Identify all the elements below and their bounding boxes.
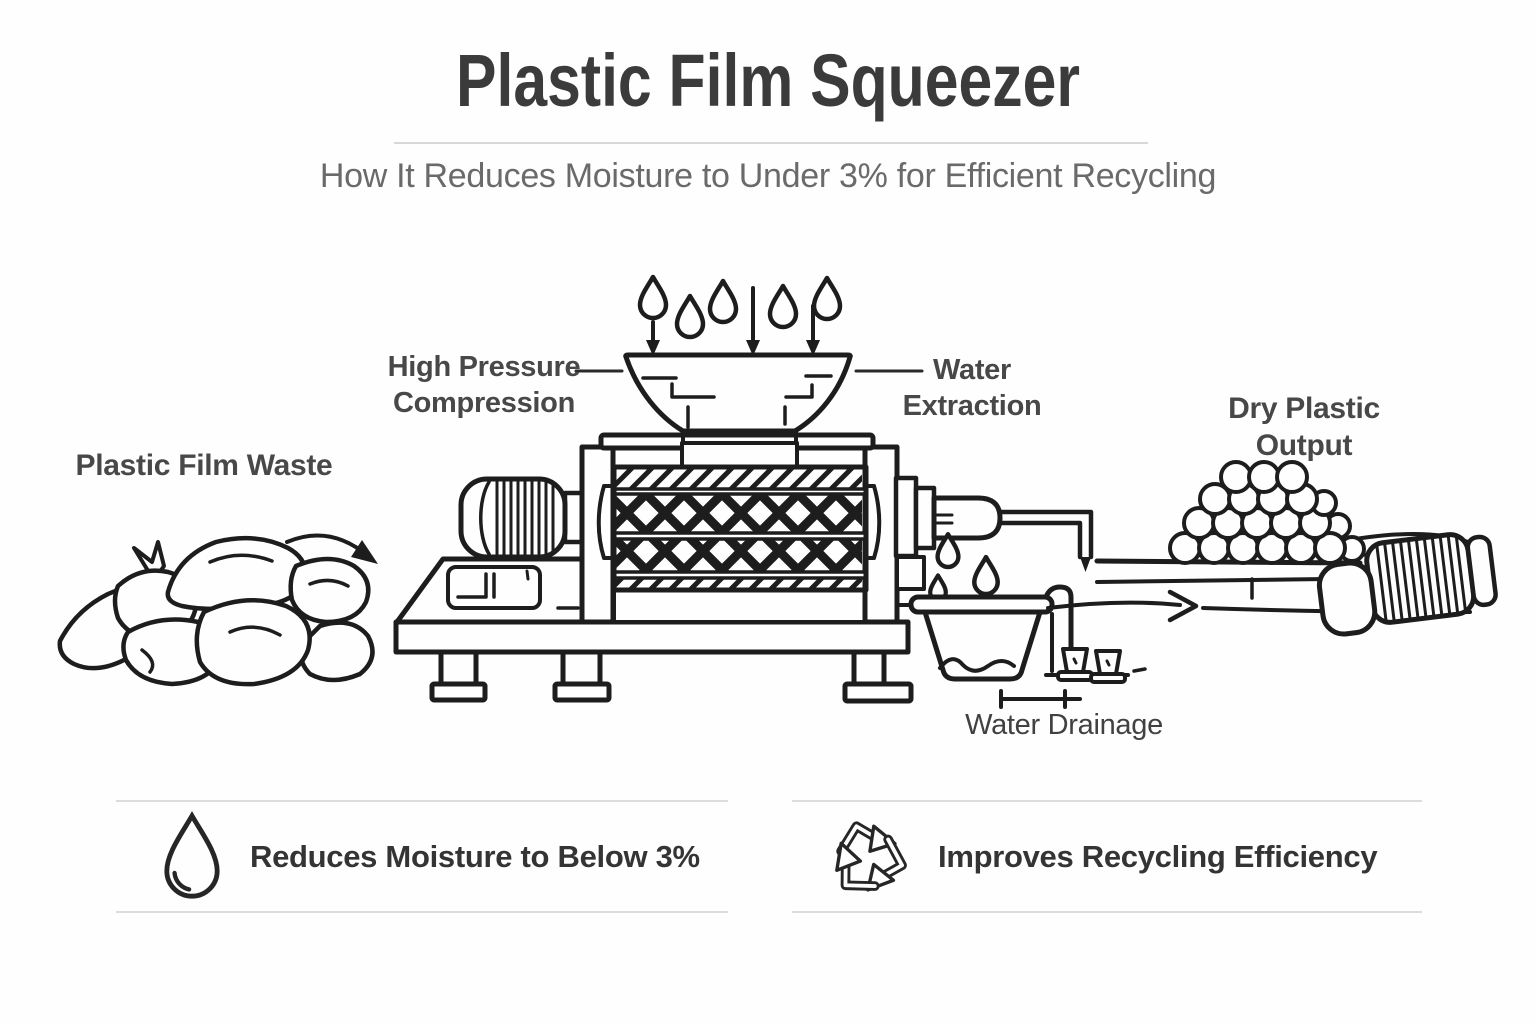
screw-press <box>579 430 900 625</box>
extraction-droplets-icon <box>930 534 998 600</box>
drain-basin <box>895 584 1147 684</box>
output-arrow-icon <box>1046 589 1199 623</box>
feed-arrow-icon <box>285 533 378 564</box>
feature-recycling-row: Improves Recycling Efficiency <box>792 800 1422 913</box>
hopper <box>623 352 853 434</box>
feature-moisture-label: Reduces Moisture to Below 3% <box>250 838 700 874</box>
inlet-droplets-icon <box>640 277 840 337</box>
plastic-film-waste-pile <box>57 535 375 687</box>
label-water-drainage: Water Drainage <box>965 709 1163 741</box>
water-extraction-outlet <box>893 475 1094 591</box>
conveyor-belt <box>1094 532 1498 637</box>
machine-base <box>393 556 914 704</box>
label-water-extraction: Water Extraction <box>902 354 1042 422</box>
feature-recycling-label: Improves Recycling Efficiency <box>938 838 1378 874</box>
inlet-arrows-icon <box>646 286 820 356</box>
label-dry-plastic-output: Dry Plastic Output <box>1228 392 1380 462</box>
label-high-pressure-compression: High Pressure Compression <box>387 351 581 419</box>
title-divider <box>394 142 1148 144</box>
label-plastic-film-waste: Plastic Film Waste <box>75 449 333 482</box>
page-title: Plastic Film Squeezer <box>456 39 1080 122</box>
recycle-icon <box>835 820 907 892</box>
drainage-dimension-line <box>999 689 1082 709</box>
feature-moisture-row: Reduces Moisture to Below 3% <box>116 800 728 913</box>
page-subtitle: How It Reduces Moisture to Under 3% for … <box>319 157 1217 195</box>
pellet-pile <box>1168 460 1366 565</box>
drive-motor <box>458 476 585 560</box>
water-drop-icon <box>164 810 220 899</box>
